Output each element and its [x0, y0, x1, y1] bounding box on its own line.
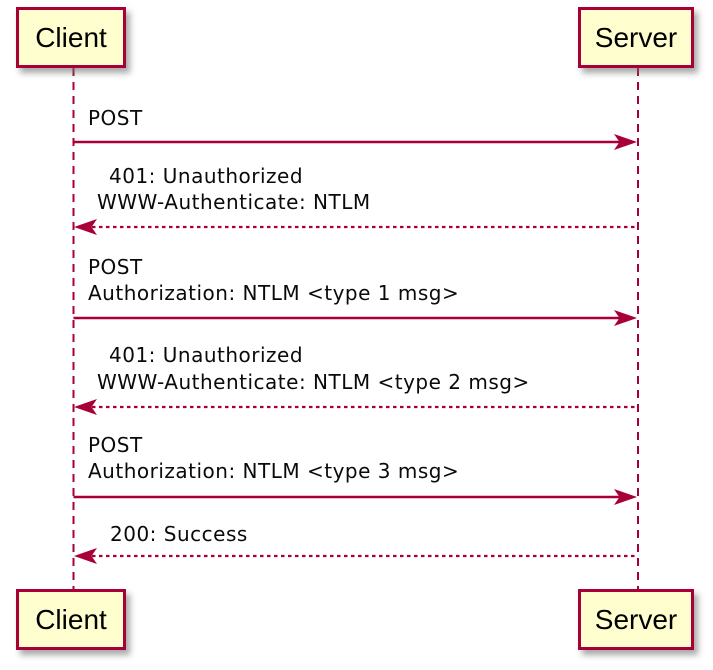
- arrowhead-left-icon: [74, 548, 97, 564]
- message-label: 401: Unauthorized: [109, 164, 304, 188]
- message-label: Authorization: NTLM <type 1 msg>: [88, 281, 460, 305]
- message-label: POST: [88, 106, 143, 130]
- participant-label: Client: [35, 21, 107, 53]
- arrowhead-right-icon: [614, 489, 637, 505]
- message-arrow-post-2: [73, 310, 637, 326]
- message-arrow-post-1: [73, 134, 637, 150]
- message-arrow-401-2: [74, 399, 638, 415]
- participant-label: Client: [35, 603, 107, 635]
- participant-client-bottom: Client: [16, 589, 126, 650]
- message-label: WWW-Authenticate: NTLM <type 2 msg>: [97, 370, 530, 394]
- message-label: 200: Success: [110, 522, 248, 546]
- message-label: POST: [88, 255, 143, 279]
- message-label: Authorization: NTLM <type 3 msg>: [88, 459, 460, 483]
- participant-server-bottom: Server: [578, 589, 694, 650]
- message-arrow-401-1: [74, 219, 638, 235]
- participant-server-top: Server: [578, 7, 694, 68]
- participant-label: Server: [594, 21, 678, 53]
- message-label: 401: Unauthorized: [109, 343, 304, 367]
- arrowhead-right-icon: [614, 310, 637, 326]
- arrowhead-right-icon: [614, 134, 637, 150]
- participant-client-top: Client: [16, 7, 126, 68]
- message-label: POST: [88, 433, 143, 457]
- message-label: WWW-Authenticate: NTLM: [97, 190, 371, 214]
- message-arrow-200: [74, 548, 638, 564]
- arrowhead-left-icon: [74, 219, 97, 235]
- message-arrow-post-3: [73, 489, 637, 505]
- participant-label: Server: [594, 603, 678, 635]
- arrowhead-left-icon: [74, 399, 97, 415]
